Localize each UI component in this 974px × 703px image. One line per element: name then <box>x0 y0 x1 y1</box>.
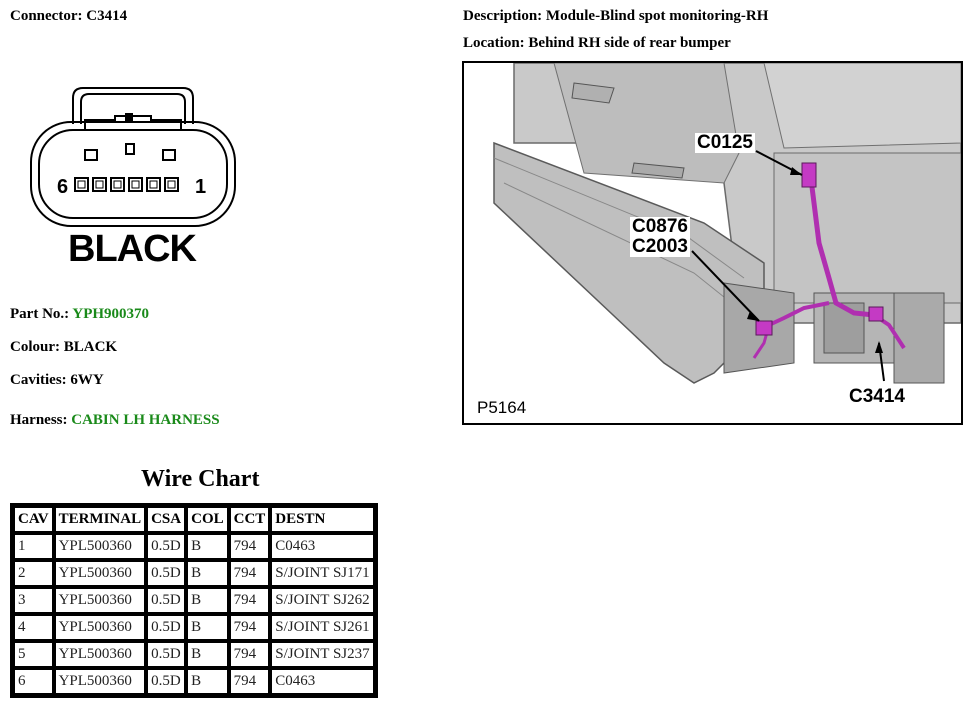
table-row: 5 YPL500360 0.5D B 794 S/JOINT SJ237 <box>13 641 375 668</box>
cell-csa: 0.5D <box>146 614 187 641</box>
table-row: 6 YPL500360 0.5D B 794 C0463 <box>13 668 375 695</box>
part-number-label: Part No.: <box>10 306 70 322</box>
cell-terminal: YPL500360 <box>53 587 147 614</box>
cell-cct: 794 <box>228 560 271 587</box>
colour-line: Colour: BLACK <box>10 339 117 356</box>
description-value: Module-Blind spot monitoring-RH <box>545 8 769 24</box>
cavities-label: Cavities: <box>10 372 67 388</box>
cell-csa: 0.5D <box>146 641 187 668</box>
part-number-line: Part No.: YPH900370 <box>10 306 149 323</box>
callout-c0876: C0876 <box>630 216 690 237</box>
wire-chart-title: Wire Chart <box>141 466 260 492</box>
location-line: Location: Behind RH side of rear bumper <box>463 35 731 52</box>
header-col: COL <box>186 506 229 533</box>
cell-destn: C0463 <box>270 668 375 695</box>
connector-heading: Connector: C3414 <box>10 8 127 25</box>
cell-cav: 1 <box>13 533 54 560</box>
wire-chart-header-row: CAV TERMINAL CSA COL CCT DESTN <box>13 506 375 533</box>
cell-cav: 4 <box>13 614 54 641</box>
cell-cct: 794 <box>228 668 271 695</box>
illustration-reference: P5164 <box>473 398 531 418</box>
connector-colour-label: BLACK <box>68 228 197 270</box>
cell-destn: S/JOINT SJ171 <box>270 560 375 587</box>
pin-label-left: 6 <box>57 176 69 198</box>
location-illustration: C0125 C0876 C2003 C3414 P5164 <box>462 61 963 425</box>
table-row: 1 YPL500360 0.5D B 794 C0463 <box>13 533 375 560</box>
pin-label-right: 1 <box>195 176 207 198</box>
cell-cav: 2 <box>13 560 54 587</box>
cell-col: B <box>186 560 229 587</box>
cavities-value: 6WY <box>70 372 104 388</box>
connector-value: C3414 <box>86 8 128 24</box>
location-value: Behind RH side of rear bumper <box>528 35 731 51</box>
header-terminal: TERMINAL <box>53 506 147 533</box>
cell-cct: 794 <box>228 614 271 641</box>
colour-label: Colour: <box>10 339 60 355</box>
connector-face-diagram <box>30 87 236 227</box>
cell-terminal: YPL500360 <box>53 641 147 668</box>
cell-terminal: YPL500360 <box>53 560 147 587</box>
cell-col: B <box>186 587 229 614</box>
vehicle-rear-drawing <box>464 63 961 423</box>
header-cav: CAV <box>13 506 54 533</box>
callout-c0125: C0125 <box>695 132 755 153</box>
table-row: 2 YPL500360 0.5D B 794 S/JOINT SJ171 <box>13 560 375 587</box>
header-csa: CSA <box>146 506 187 533</box>
callout-c2003: C2003 <box>630 236 690 257</box>
location-label: Location: <box>463 35 525 51</box>
colour-value: BLACK <box>63 339 118 355</box>
harness-link[interactable]: CABIN LH HARNESS <box>71 412 220 428</box>
connector-label: Connector: <box>10 8 83 24</box>
cell-cav: 5 <box>13 641 54 668</box>
cell-destn: C0463 <box>270 533 375 560</box>
cell-destn: S/JOINT SJ261 <box>270 614 375 641</box>
cell-csa: 0.5D <box>146 668 187 695</box>
cell-csa: 0.5D <box>146 560 187 587</box>
cell-cct: 794 <box>228 641 271 668</box>
cell-cav: 6 <box>13 668 54 695</box>
cell-cct: 794 <box>228 533 271 560</box>
cell-col: B <box>186 641 229 668</box>
cell-col: B <box>186 614 229 641</box>
header-destn: DESTN <box>270 506 375 533</box>
wire-chart-table: CAV TERMINAL CSA COL CCT DESTN 1 YPL5003… <box>10 503 378 698</box>
header-cct: CCT <box>228 506 271 533</box>
harness-line: Harness: CABIN LH HARNESS <box>10 412 220 429</box>
cell-cct: 794 <box>228 587 271 614</box>
part-number-link[interactable]: YPH900370 <box>72 306 150 322</box>
callout-c3414: C3414 <box>847 386 907 407</box>
cell-terminal: YPL500360 <box>53 668 147 695</box>
cell-terminal: YPL500360 <box>53 533 147 560</box>
cell-col: B <box>186 668 229 695</box>
cell-col: B <box>186 533 229 560</box>
cell-destn: S/JOINT SJ262 <box>270 587 375 614</box>
table-row: 4 YPL500360 0.5D B 794 S/JOINT SJ261 <box>13 614 375 641</box>
cell-terminal: YPL500360 <box>53 614 147 641</box>
cavities-line: Cavities: 6WY <box>10 372 104 389</box>
cell-cav: 3 <box>13 587 54 614</box>
cell-csa: 0.5D <box>146 533 187 560</box>
cell-csa: 0.5D <box>146 587 187 614</box>
harness-label: Harness: <box>10 412 68 428</box>
cell-destn: S/JOINT SJ237 <box>270 641 375 668</box>
description-line: Description: Module-Blind spot monitorin… <box>463 8 768 25</box>
table-row: 3 YPL500360 0.5D B 794 S/JOINT SJ262 <box>13 587 375 614</box>
description-label: Description: <box>463 8 543 24</box>
